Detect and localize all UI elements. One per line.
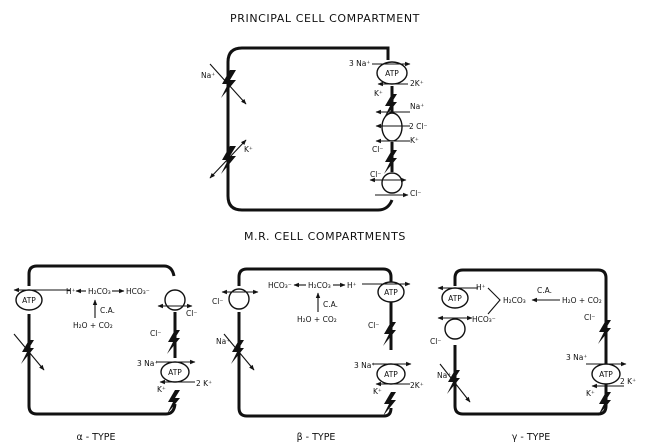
- principal-na-label: Na⁺: [201, 71, 215, 80]
- beta-na-influx-arrow: [223, 333, 255, 371]
- beta-cell: Cl⁻ HCO₃⁻ H₂CO₃ H⁺ C.A. H₂O + CO₂ ATP Na…: [212, 267, 424, 443]
- gamma-atp-pump-label: ATP: [599, 370, 613, 379]
- principal-atp-label: ATP: [385, 69, 399, 78]
- gamma-na-influx-arrow: [439, 363, 471, 403]
- alpha-cl-channel-icon: [167, 330, 180, 354]
- alpha-h-label: H⁺: [66, 287, 76, 296]
- principal-na-cotrans-label: Na⁺: [410, 102, 424, 111]
- beta-k-channel-icon: [383, 392, 396, 416]
- gamma-cl-channel-icon: [598, 320, 611, 344]
- principal-k-pump-label: K⁺: [374, 89, 383, 98]
- principal-cl-channel-label: Cl⁻: [372, 145, 383, 154]
- gamma-na-channel-icon: [447, 370, 460, 394]
- beta-atp-label: ATP: [384, 288, 398, 297]
- beta-cell-wall: [237, 267, 393, 286]
- beta-na-label: Na⁺: [216, 337, 230, 346]
- gamma-3na-label: 3 Na⁺: [566, 353, 587, 362]
- beta-cell-wall: [237, 312, 393, 418]
- beta-cl-channel-label: Cl⁻: [368, 321, 379, 330]
- beta-k-pump-label: K⁺: [373, 387, 382, 396]
- beta-cl-out-label: Cl⁻: [212, 297, 223, 306]
- principal-cell-wall: [226, 46, 394, 212]
- gamma-branch-lines: [487, 287, 501, 315]
- beta-3na-label: 3 Na⁺: [354, 361, 375, 370]
- gamma-atp-label: ATP: [448, 294, 462, 303]
- principal-2cl-label: 2 Cl⁻: [409, 122, 427, 131]
- gamma-ca-label: C.A.: [537, 286, 552, 295]
- gamma-h2co3-label: H₂CO₃: [503, 296, 526, 305]
- cl-exchanger-icon: [381, 172, 403, 194]
- gamma-cl-ex-label: Cl⁻: [430, 337, 441, 346]
- beta-atp-pump-label: ATP: [384, 370, 398, 379]
- alpha-cl-out-label: Cl⁻: [186, 309, 197, 318]
- gamma-cl-exchanger-icon: [444, 318, 466, 340]
- mr-title: M.R. CELL COMPARTMENTS: [244, 230, 406, 243]
- alpha-cl-exchanger-icon: [164, 289, 186, 311]
- alpha-atp-pump-label: ATP: [168, 368, 182, 377]
- beta-proton-pump-icon: [377, 281, 405, 303]
- alpha-cell-wall: [27, 314, 177, 416]
- beta-caption: β - TYPE: [297, 432, 336, 443]
- beta-cl-channel-icon: [383, 322, 396, 346]
- alpha-left-flux-arrow: [13, 333, 45, 371]
- gamma-h2o-co2-label: H₂O + CO₂: [562, 296, 602, 305]
- principal-cell: Na⁺ K⁺ ATP 3 Na⁺ 2K⁺ K⁺ Na⁺ 2 Cl⁻ K⁺ Cl⁻…: [201, 46, 427, 212]
- alpha-k-channel-icon: [167, 390, 180, 414]
- alpha-left-channel-icon: [21, 340, 34, 364]
- gamma-cl-channel-label: Cl⁻: [584, 313, 595, 322]
- cotransporter-icon: [381, 112, 403, 142]
- beta-hco3-label: HCO₃⁻: [268, 281, 292, 290]
- gamma-k-pump-label: K⁺: [586, 389, 595, 398]
- alpha-k-pump-label: K⁺: [157, 385, 166, 394]
- gamma-cell: ATP H⁺ H₂CO₃ C.A. H₂O + CO₂ HCO₃⁻ Cl⁻ Cl…: [430, 268, 636, 443]
- alpha-cl-channel-label: Cl⁻: [150, 329, 161, 338]
- alpha-h2o-co2-label: H₂O + CO₂: [73, 321, 113, 330]
- principal-2k-label: 2K⁺: [410, 79, 424, 88]
- alpha-h2co3-label: H₂CO₃: [88, 287, 111, 296]
- principal-k-label: K⁺: [244, 145, 253, 154]
- beta-ca-label: C.A.: [323, 300, 338, 309]
- beta-2k-label: 2K⁺: [410, 381, 424, 390]
- principal-3na-label: 3 Na⁺: [349, 59, 370, 68]
- alpha-atp-label: ATP: [22, 296, 36, 305]
- principal-cl-out-label: Cl⁻: [410, 189, 421, 198]
- beta-h-label: H⁺: [347, 281, 357, 290]
- alpha-3na-label: 3 Na⁺: [137, 359, 158, 368]
- cl-channel-icon: [384, 150, 397, 174]
- gamma-h-label: H⁺: [476, 283, 486, 292]
- beta-na-channel-icon: [231, 340, 244, 364]
- alpha-2k-label: 2 K⁺: [196, 379, 212, 388]
- alpha-cell-wall: [27, 264, 176, 286]
- alpha-cell: ATP H⁺ H₂CO₃ HCO₃⁻ C.A. H₂O + CO₂ Cl⁻ Cl…: [13, 264, 212, 443]
- beta-h2o-co2-label: H₂O + CO₂: [297, 315, 337, 324]
- alpha-caption: α - TYPE: [76, 432, 115, 443]
- gamma-caption: γ - TYPE: [512, 432, 550, 443]
- principal-cl-in-label: Cl⁻: [370, 170, 381, 179]
- alpha-hco3-label: HCO₃⁻: [126, 287, 150, 296]
- gamma-cell-wall: [453, 268, 608, 416]
- beta-h2co3-label: H₂CO₃: [308, 281, 331, 290]
- sodium-influx-arrow: [209, 63, 247, 105]
- potassium-flux-arrow: [209, 139, 247, 179]
- gamma-hco3-label: HCO₃⁻: [472, 315, 496, 324]
- alpha-ca-label: C.A.: [100, 306, 115, 315]
- principal-k-cotrans-label: K⁺: [410, 136, 419, 145]
- principal-title: PRINCIPAL CELL COMPARTMENT: [230, 12, 420, 25]
- gamma-na-label: Na⁺: [437, 371, 451, 380]
- gamma-k-channel-icon: [598, 392, 611, 416]
- gamma-2k-label: 2 K⁺: [620, 377, 636, 386]
